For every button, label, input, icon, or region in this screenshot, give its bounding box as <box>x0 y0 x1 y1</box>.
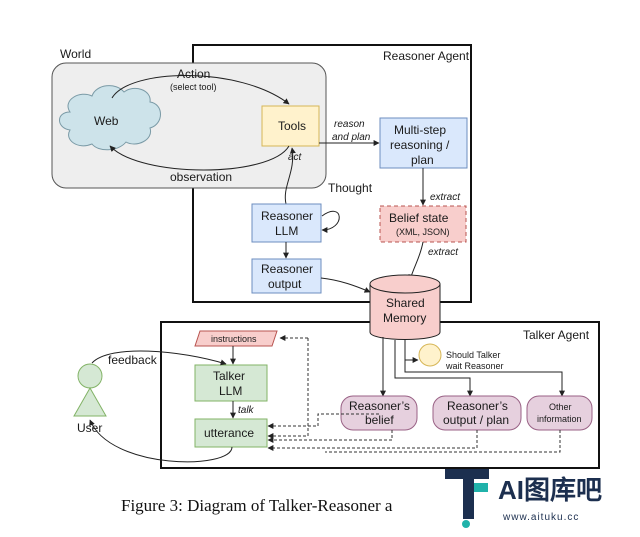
watermark-url: www.aituku.cc <box>502 512 579 523</box>
web-label: Web <box>94 114 119 128</box>
reasoners-belief-line1: Reasoner’s <box>349 399 410 413</box>
reasoner-output-plan-line2: output / plan <box>443 413 509 427</box>
action-arrow <box>111 75 290 105</box>
multi-step-line2: reasoning / <box>390 138 450 152</box>
reasoner-output-line2: output <box>268 277 302 291</box>
user-label: User <box>77 421 102 435</box>
act-arrow <box>284 147 296 205</box>
reasoner-output-plan-line1: Reasoner’s <box>447 399 508 413</box>
select-tool-label: (select tool) <box>170 82 217 92</box>
reason-label: reason <box>334 119 365 130</box>
reasoner-llm-box <box>251 203 322 243</box>
act-label: act <box>288 152 303 163</box>
belief-state-box <box>379 205 467 243</box>
watermark-logo-icon <box>445 469 489 528</box>
dashed-context-arrows <box>267 335 561 453</box>
talker-agent-label: Talker Agent <box>523 328 590 342</box>
reasoner-output-line1: Reasoner <box>261 262 313 276</box>
instructions-box <box>194 330 278 347</box>
user-icon <box>73 363 107 417</box>
feedback-label: feedback <box>108 353 158 367</box>
memory-distribution-arrows <box>380 337 565 397</box>
talker-llm-line1: Talker <box>213 369 245 383</box>
talker-llm-line2: LLM <box>219 384 242 398</box>
extract-top-label: extract <box>430 192 461 203</box>
observation-arrow <box>109 145 290 171</box>
figure-caption: Figure 3: Diagram of Talker-Reasoner a <box>121 496 393 515</box>
reasoner-llm-line2: LLM <box>275 224 298 238</box>
multi-step-line1: Multi-step <box>394 123 446 137</box>
utterance-label: utterance <box>204 426 254 440</box>
and-plan-label: and plan <box>332 132 371 143</box>
observation-label: observation <box>170 170 232 184</box>
wait-decision-node <box>418 343 442 367</box>
shared-memory-cylinder <box>369 274 441 340</box>
reasoner-agent-label: Reasoner Agent <box>383 49 470 63</box>
other-information-line2: information <box>537 414 582 424</box>
thought-loop-arrow <box>321 210 340 233</box>
multi-step-line3: plan <box>411 153 434 167</box>
multi-step-reasoning-box <box>379 117 468 169</box>
web-cloud-icon <box>59 85 161 151</box>
reasoners-belief-box <box>340 395 418 431</box>
output-to-memory-arrow <box>320 277 371 293</box>
talk-label: talk <box>238 405 255 416</box>
shared-memory-line1: Shared <box>386 296 425 310</box>
instructions-label: instructions <box>211 334 257 344</box>
should-talker-line1: Should Talker <box>446 350 500 360</box>
tools-label: Tools <box>278 119 306 133</box>
reasoner-llm-line1: Reasoner <box>261 209 313 223</box>
should-talker-line2: wait Reasoner <box>445 361 504 371</box>
tools-box <box>261 105 320 147</box>
talker-llm-box <box>194 364 268 402</box>
thought-label: Thought <box>328 181 373 195</box>
shared-memory-line2: Memory <box>383 311 426 325</box>
belief-state-sub: (XML, JSON) <box>396 227 450 237</box>
belief-state-label: Belief state <box>389 211 449 225</box>
action-label: Action <box>177 67 210 81</box>
utterance-to-user-arrow <box>89 419 233 463</box>
feedback-arrow <box>91 350 227 366</box>
extract-bottom-label: extract <box>428 247 459 258</box>
utterance-box <box>194 418 268 448</box>
watermark-text: AI图库吧 <box>498 475 602 505</box>
reasoner-output-box <box>251 258 322 294</box>
reasoners-belief-line2: belief <box>365 413 394 427</box>
other-information-line1: Other <box>549 402 572 412</box>
world-label: World <box>60 47 91 61</box>
